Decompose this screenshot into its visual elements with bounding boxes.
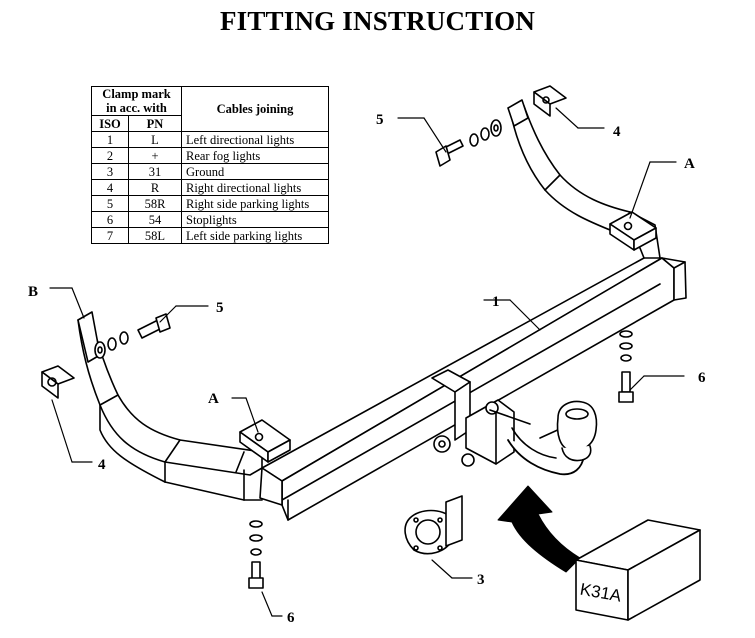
right-mounting-plate-a	[609, 211, 657, 251]
bolt-bottom-vertical	[248, 520, 264, 589]
pn-cell: 54	[128, 211, 182, 228]
cables-joining-header: Cables joining	[181, 86, 329, 132]
cable-cell: Right directional lights	[181, 179, 329, 196]
label-part-5-top: 5	[376, 112, 384, 128]
cables-joining-table: Clamp mark in acc. with Cables joining I…	[91, 86, 329, 244]
label-part-3: 3	[477, 572, 485, 588]
clamp-mark-header: Clamp mark in acc. with	[91, 86, 182, 116]
cable-cell: Stoplights	[181, 211, 329, 228]
page-title: FITTING INSTRUCTION	[219, 6, 536, 36]
cable-cell: Ground	[181, 163, 329, 180]
leader-lines	[49, 107, 685, 617]
left-side-arm	[77, 311, 263, 501]
pn-header: PN	[128, 115, 182, 132]
clamp-mark-header-text: Clamp mark in acc. with	[102, 87, 171, 115]
label-part-5-left: 5	[216, 300, 224, 316]
cable-cell: Left side parking lights	[181, 227, 329, 244]
pn-cell: 31	[128, 163, 182, 180]
label-part-4-left: 4	[98, 457, 106, 473]
left-mounting-plate-a	[239, 419, 291, 463]
label-part-1: 1	[492, 294, 500, 310]
bolt-right-vertical	[618, 330, 634, 403]
label-part-6-bottom: 6	[287, 610, 295, 626]
iso-cell: 7	[91, 227, 129, 244]
label-point-a-right: A	[684, 156, 695, 172]
kit-box	[575, 519, 701, 621]
label-part-6-right: 6	[698, 370, 706, 386]
label-part-4-top: 4	[613, 124, 621, 140]
crossbar	[259, 257, 687, 521]
ball-mount	[431, 369, 585, 476]
bolt-left	[94, 313, 171, 359]
insertion-arrow	[497, 485, 581, 573]
cable-cell: Right side parking lights	[181, 195, 329, 212]
label-point-b: B	[28, 284, 38, 300]
label-point-a-left: A	[208, 391, 219, 407]
pn-cell: 58L	[128, 227, 182, 244]
bolt-top	[435, 119, 502, 167]
right-side-arm	[507, 99, 661, 259]
clamp-plate-left	[41, 365, 75, 399]
socket-plate	[404, 495, 463, 555]
clamp-plate-top	[533, 85, 567, 117]
tow-ball	[556, 400, 598, 462]
